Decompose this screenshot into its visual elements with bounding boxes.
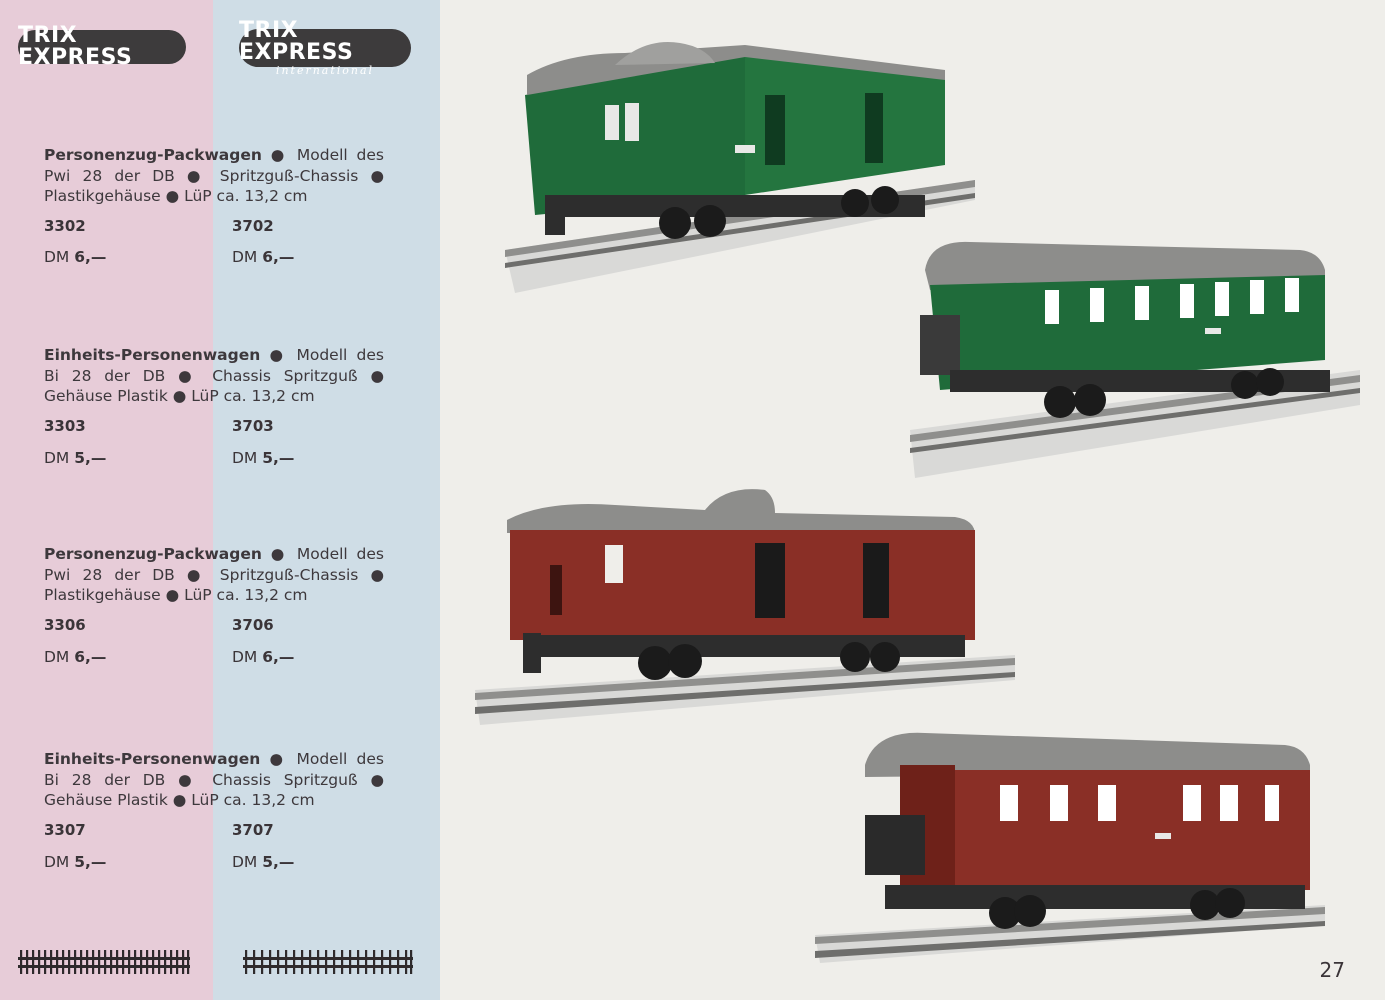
trix-express-logo-text: TRIX EXPRESS — [18, 23, 133, 70]
track-system-icon-left — [18, 950, 190, 974]
article-number-right: 3707 — [232, 821, 274, 839]
red-passenger-wagon-illustration — [815, 732, 1325, 963]
trix-express-logo: TRIX EXPRESS — [18, 25, 186, 69]
price-currency: DM — [232, 648, 258, 666]
price-currency: DM — [232, 248, 258, 266]
blue-column-background — [213, 0, 440, 1000]
trix-express-international-logo: TRIX EXPRESS international — [239, 20, 411, 76]
product-title: Personenzug-Packwagen — [44, 545, 262, 563]
pink-column-background — [0, 0, 213, 1000]
product-description: Einheits-Personenwagen ● Modell des Bi 2… — [44, 345, 384, 407]
price-value: 5,— — [74, 853, 107, 871]
price-currency: DM — [44, 248, 70, 266]
price-currency: DM — [44, 648, 70, 666]
article-number-left: 3307 — [44, 821, 86, 839]
price-left: DM 5,— — [44, 449, 106, 467]
green-passenger-wagon-illustration — [910, 241, 1360, 478]
product-title: Personenzug-Packwagen — [44, 146, 262, 164]
product-title: Einheits-Personenwagen — [44, 750, 261, 768]
price-value: 5,— — [262, 853, 295, 871]
product-entry-3303: Einheits-Personenwagen ● Modell des Bi 2… — [44, 345, 384, 407]
product-entry-3307: Einheits-Personenwagen ● Modell des Bi 2… — [44, 749, 384, 811]
international-subtitle: international — [275, 64, 375, 77]
product-description: Personenzug-Packwagen ● Modell des Pwi 2… — [44, 544, 384, 606]
article-number-left: 3303 — [44, 417, 86, 435]
product-entry-3306: Personenzug-Packwagen ● Modell des Pwi 2… — [44, 544, 384, 606]
product-desc-text: ● Modell des Pwi 28 der DB ● Spritzguß-C… — [44, 545, 384, 604]
article-number-left: 3306 — [44, 616, 86, 634]
price-right: DM 6,— — [232, 648, 294, 666]
price-right: DM 6,— — [232, 248, 294, 266]
price-value: 6,— — [74, 248, 107, 266]
product-entry-3302: Personenzug-Packwagen ● Modell des Pwi 2… — [44, 145, 384, 207]
red-baggage-wagon-illustration — [475, 489, 1015, 725]
price-value: 5,— — [74, 449, 107, 467]
article-number-right: 3703 — [232, 417, 274, 435]
track-system-icon-right — [243, 950, 413, 974]
price-value: 5,— — [262, 449, 295, 467]
price-currency: DM — [232, 853, 258, 871]
price-currency: DM — [44, 853, 70, 871]
price-value: 6,— — [74, 648, 107, 666]
product-desc-text: ● Modell des Bi 28 der DB ● Chassis Spri… — [44, 750, 384, 809]
article-number-right: 3702 — [232, 217, 274, 235]
product-description: Einheits-Personenwagen ● Modell des Bi 2… — [44, 749, 384, 811]
article-number-left: 3302 — [44, 217, 86, 235]
trix-express-international-logo-text: TRIX EXPRESS — [239, 18, 354, 65]
price-left: DM 6,— — [44, 248, 106, 266]
price-left: DM 5,— — [44, 853, 106, 871]
price-left: DM 6,— — [44, 648, 106, 666]
product-description: Personenzug-Packwagen ● Modell des Pwi 2… — [44, 145, 384, 207]
price-currency: DM — [44, 449, 70, 467]
green-baggage-wagon-illustration — [505, 41, 975, 293]
price-currency: DM — [232, 449, 258, 467]
product-desc-text: ● Modell des Pwi 28 der DB ● Spritzguß-C… — [44, 146, 384, 205]
product-desc-text: ● Modell des Bi 28 der DB ● Chassis Spri… — [44, 346, 384, 405]
price-value: 6,— — [262, 248, 295, 266]
article-number-right: 3706 — [232, 616, 274, 634]
product-title: Einheits-Personenwagen — [44, 346, 261, 364]
page-number: 27 — [1319, 958, 1345, 982]
price-right: DM 5,— — [232, 449, 294, 467]
price-right: DM 5,— — [232, 853, 294, 871]
price-value: 6,— — [262, 648, 295, 666]
